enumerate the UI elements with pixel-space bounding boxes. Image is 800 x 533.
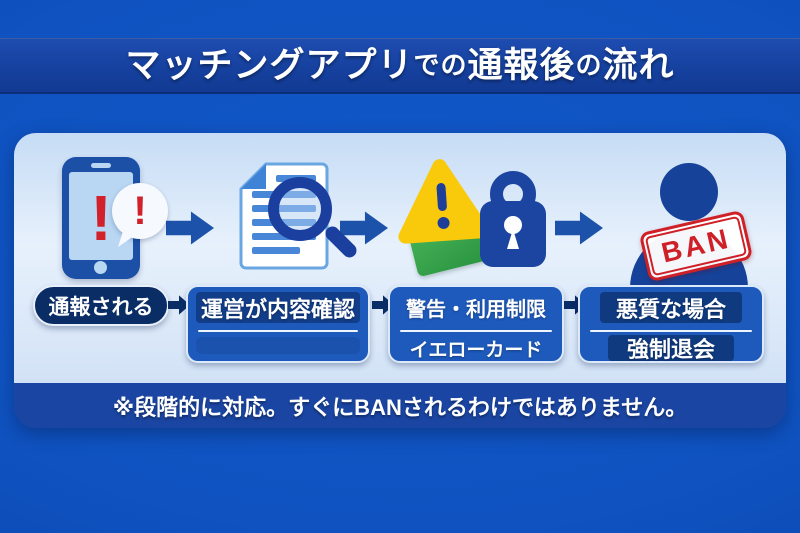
footnote-bar: ※段階的に対応。すぐにBANされるわけではありません。: [14, 383, 786, 428]
keyhole: [504, 216, 522, 234]
empty-field: [196, 337, 360, 354]
step-box-warning: 警告・利用制限 イエローカード: [388, 285, 564, 363]
label-highlight: [608, 335, 734, 361]
flow-diagram: ! !: [14, 133, 786, 383]
step-sublabel-forced-withdrawal: 強制退会: [626, 337, 715, 362]
step-label-warning: 警告・利用制限: [406, 299, 546, 321]
lock-icon: [480, 201, 546, 267]
flow-arrow-icon: [555, 211, 603, 245]
phone-home-button: [94, 261, 107, 274]
flow-panel: ! !: [14, 133, 786, 428]
label-highlight: [600, 292, 742, 323]
report-bubble-icon: !: [112, 183, 168, 239]
title-segment: での: [413, 50, 468, 80]
banned-user-icon: [660, 163, 718, 221]
warning-triangle-icon: [398, 159, 491, 244]
alert-exclamation: !: [133, 189, 147, 233]
phone-speaker: [91, 163, 111, 168]
divider: [590, 330, 752, 332]
title-segment: マッチングアプリ: [125, 46, 414, 85]
label-highlight: [196, 292, 360, 323]
magnifier-lens-icon: [268, 177, 332, 241]
page-title: マッチングアプリ での 通報後 の 流れ: [0, 38, 800, 94]
title-segment: 通報後: [467, 46, 576, 85]
divider: [198, 330, 358, 332]
step-sublabel-yellowcard: イエローカード: [409, 339, 543, 361]
step-label-review: 運営が内容確認: [200, 296, 355, 322]
flow-arrow-icon: [166, 211, 214, 245]
divider: [400, 330, 552, 332]
step-box-review: 運営が内容確認: [186, 285, 370, 363]
step-label-malicious: 悪質な場合: [615, 296, 726, 322]
title-segment: 流れ: [602, 46, 675, 85]
alert-exclamation: !: [90, 182, 112, 254]
footnote-text: ※段階的に対応。すぐにBANされるわけではありません。: [112, 394, 688, 420]
title-segment: の: [575, 50, 603, 80]
step-label-reported: 通報される: [33, 285, 169, 326]
step-box-ban: 悪質な場合 強制退会: [578, 285, 764, 363]
